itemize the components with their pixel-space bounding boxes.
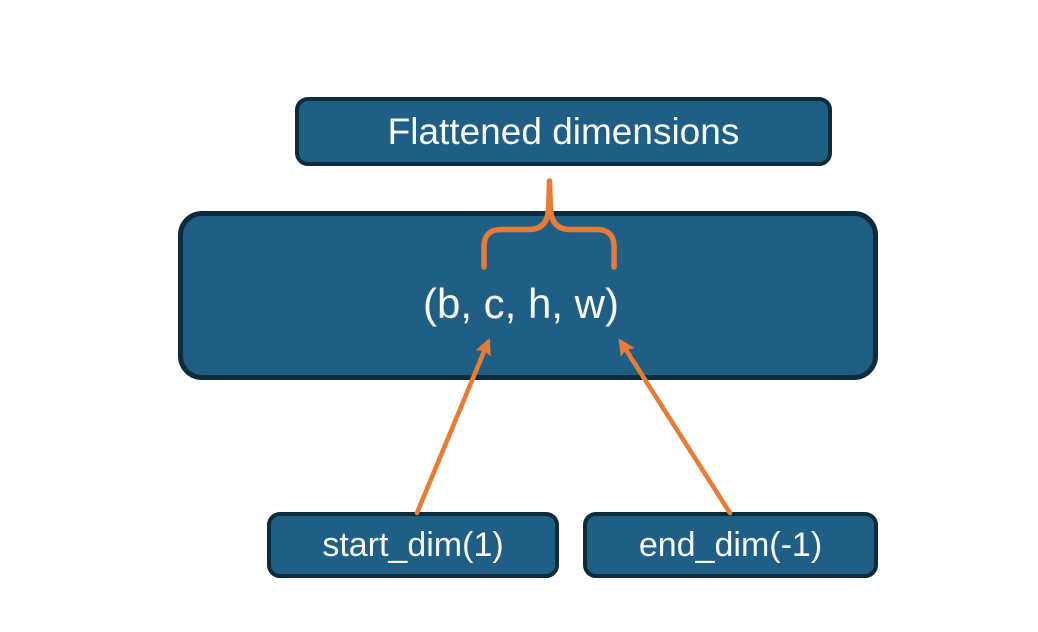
end-dim-label: end_dim(-1) [638, 525, 823, 564]
tensor-shape-box: (b, c, h, w) [178, 211, 878, 380]
flattened-dimensions-label: Flattened dimensions [387, 110, 740, 152]
start-dim-box: start_dim(1) [267, 512, 559, 578]
flattened-dimensions-box: Flattened dimensions [295, 97, 832, 166]
start-dim-label: start_dim(1) [322, 525, 504, 564]
tensor-shape-label: (b, c, h, w) [422, 279, 620, 327]
end-dim-box: end_dim(-1) [583, 512, 878, 578]
